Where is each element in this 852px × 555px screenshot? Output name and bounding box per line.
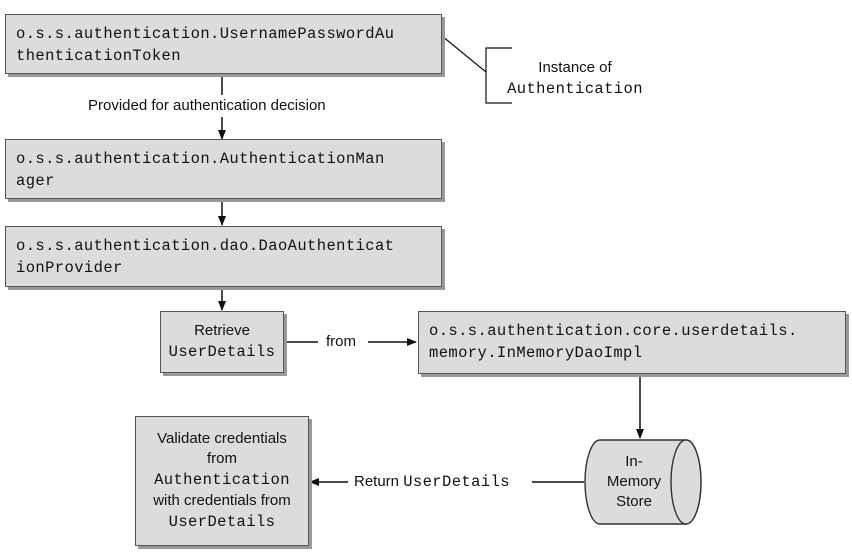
- inmemory-dao-box: o.s.s.authentication.core.userdetails. m…: [418, 311, 846, 374]
- store-line1: In-: [625, 453, 643, 470]
- store-label: In- Memory Store: [596, 452, 672, 512]
- retrieve-line1: Retrieve: [194, 322, 250, 339]
- manager-box: o.s.s.authentication.AuthenticationMan a…: [5, 139, 442, 199]
- annotation-label: Instance of Authentication: [500, 58, 650, 100]
- edge-label-provided: Provided for authentication decision: [88, 97, 326, 114]
- validate-box: Validate credentials from Authentication…: [135, 416, 309, 546]
- inmemory-dao-line1: o.s.s.authentication.core.userdetails.: [429, 322, 798, 340]
- store-line3: Store: [616, 493, 652, 510]
- token-line1: o.s.s.authentication.UsernamePasswordAu: [16, 25, 395, 43]
- retrieve-line2: UserDetails: [168, 343, 276, 361]
- annotation-line2: Authentication: [507, 80, 643, 98]
- edge-label-return: Return UserDetails: [354, 471, 510, 493]
- provider-line1: o.s.s.authentication.dao.DaoAuthenticat: [16, 237, 395, 255]
- validate-line1: Validate credentials: [157, 430, 287, 447]
- validate-line2: from: [207, 450, 237, 467]
- return-code: UserDetails: [403, 473, 510, 491]
- validate-line4: with credentials from: [153, 492, 291, 509]
- annotation-line1: Instance of: [538, 59, 612, 76]
- provider-line2: ionProvider: [16, 259, 123, 277]
- manager-line2: ager: [16, 172, 55, 190]
- manager-line1: o.s.s.authentication.AuthenticationMan: [16, 150, 385, 168]
- validate-line3: Authentication: [154, 471, 290, 489]
- inmemory-dao-line2: memory.InMemoryDaoImpl: [429, 344, 643, 362]
- retrieve-box: Retrieve UserDetails: [160, 311, 284, 373]
- return-prefix: Return: [354, 473, 404, 490]
- token-box: o.s.s.authentication.UsernamePasswordAu …: [5, 14, 442, 74]
- annotation-leader: [441, 35, 487, 73]
- annotation-bracket: [485, 47, 512, 104]
- token-line2: thenticationToken: [16, 47, 181, 65]
- edge-label-from: from: [326, 333, 356, 350]
- store-line2: Memory: [606, 473, 662, 490]
- provider-box: o.s.s.authentication.dao.DaoAuthenticat …: [5, 226, 442, 287]
- validate-line5: UserDetails: [168, 513, 276, 531]
- store-cylinder: [584, 439, 702, 525]
